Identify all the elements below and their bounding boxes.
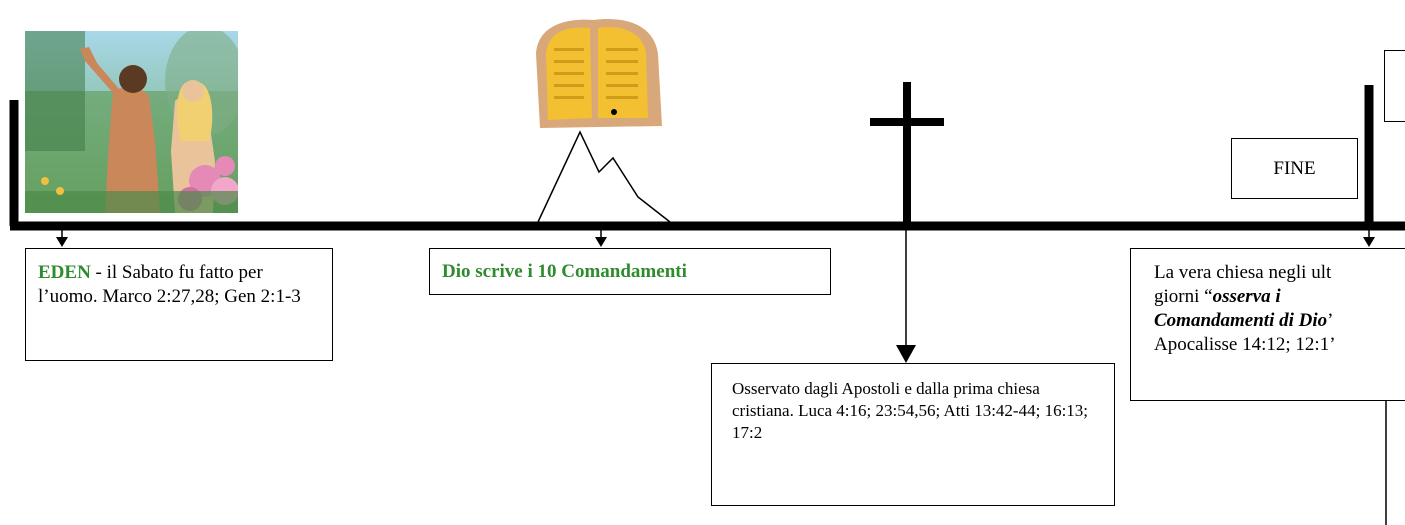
- apostles-box: Osservato dagli Apostoli e dalla prima c…: [711, 363, 1115, 506]
- commandments-box: Dio scrive i 10 Comandamenti: [429, 248, 831, 295]
- eden-image: [25, 31, 238, 213]
- tablets-image: [536, 19, 662, 128]
- true-church-line2: giorni “osserva i: [1154, 286, 1281, 307]
- fine-box: FINE: [1231, 138, 1358, 199]
- true-church-emph2: Comandamenti di Dio: [1154, 310, 1328, 331]
- fine-label: FINE: [1273, 157, 1316, 179]
- arrow-eden: [56, 230, 68, 247]
- arrow-apostles: [896, 230, 916, 363]
- true-church-line3: Comandamenti di Dio’: [1154, 310, 1334, 331]
- mountain-sinai: [537, 130, 671, 223]
- true-church-box: La vera chiesa negli ult giorni “osserva…: [1130, 248, 1405, 401]
- arrow-true-church: [1363, 230, 1375, 247]
- apostles-text: Osservato dagli Apostoli e dalla prima c…: [732, 379, 1089, 442]
- partial-top-right-box: [1384, 50, 1405, 122]
- true-church-emph1: osserva i: [1212, 286, 1281, 307]
- eden-text: - il Sabato fu fatto per l’uomo. Marco 2…: [38, 262, 301, 307]
- commandments-title: Dio scrive i 10 Comandamenti: [442, 261, 687, 282]
- true-church-line1: La vera chiesa negli ult: [1154, 262, 1332, 283]
- true-church-ref: Apocalisse 14:12; 12:1’: [1154, 334, 1336, 355]
- eden-title: EDEN: [38, 262, 91, 283]
- eden-box: EDEN - il Sabato fu fatto per l’uomo. Ma…: [25, 248, 333, 361]
- arrow-commandments: [595, 230, 607, 247]
